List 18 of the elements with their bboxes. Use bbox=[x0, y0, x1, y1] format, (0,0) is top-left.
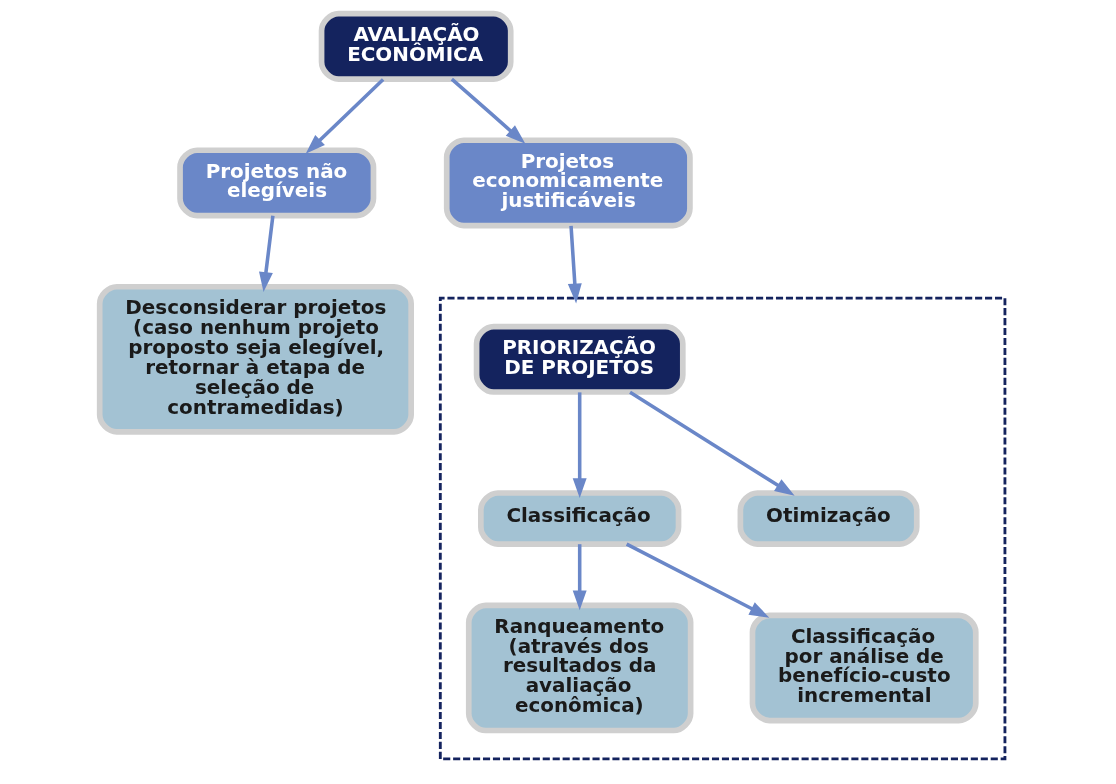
node-box: PRIORIZAÇÃO DE PROJETOS bbox=[473, 323, 686, 395]
arrow bbox=[567, 225, 582, 304]
arrow bbox=[259, 215, 275, 293]
arrow bbox=[572, 392, 587, 499]
node-box: Ranqueamento (através dos resultados da avaliação econômica) bbox=[465, 602, 694, 734]
node-box: Projetos economicamente justificáveis bbox=[443, 137, 693, 229]
node-box: AVALIAÇÃO ECONÔMICA bbox=[318, 10, 514, 82]
arrow bbox=[625, 542, 770, 618]
node-box: Projetos não elegíveis bbox=[177, 147, 377, 219]
node-box: Desconsiderar projetos (caso nenhum projeto proposto seja elegível, retornar à etapa de seleção de contramedidas) bbox=[96, 283, 414, 435]
arrow bbox=[572, 544, 587, 611]
node-box: Otimização bbox=[737, 490, 920, 548]
arrow bbox=[305, 78, 385, 154]
node-box: Classificação por análise de benefício-custo incremental bbox=[749, 612, 979, 724]
node-box: Classificação bbox=[478, 490, 682, 548]
arrow bbox=[629, 390, 795, 496]
cluster bbox=[438, 296, 1007, 761]
arrow bbox=[450, 77, 526, 144]
